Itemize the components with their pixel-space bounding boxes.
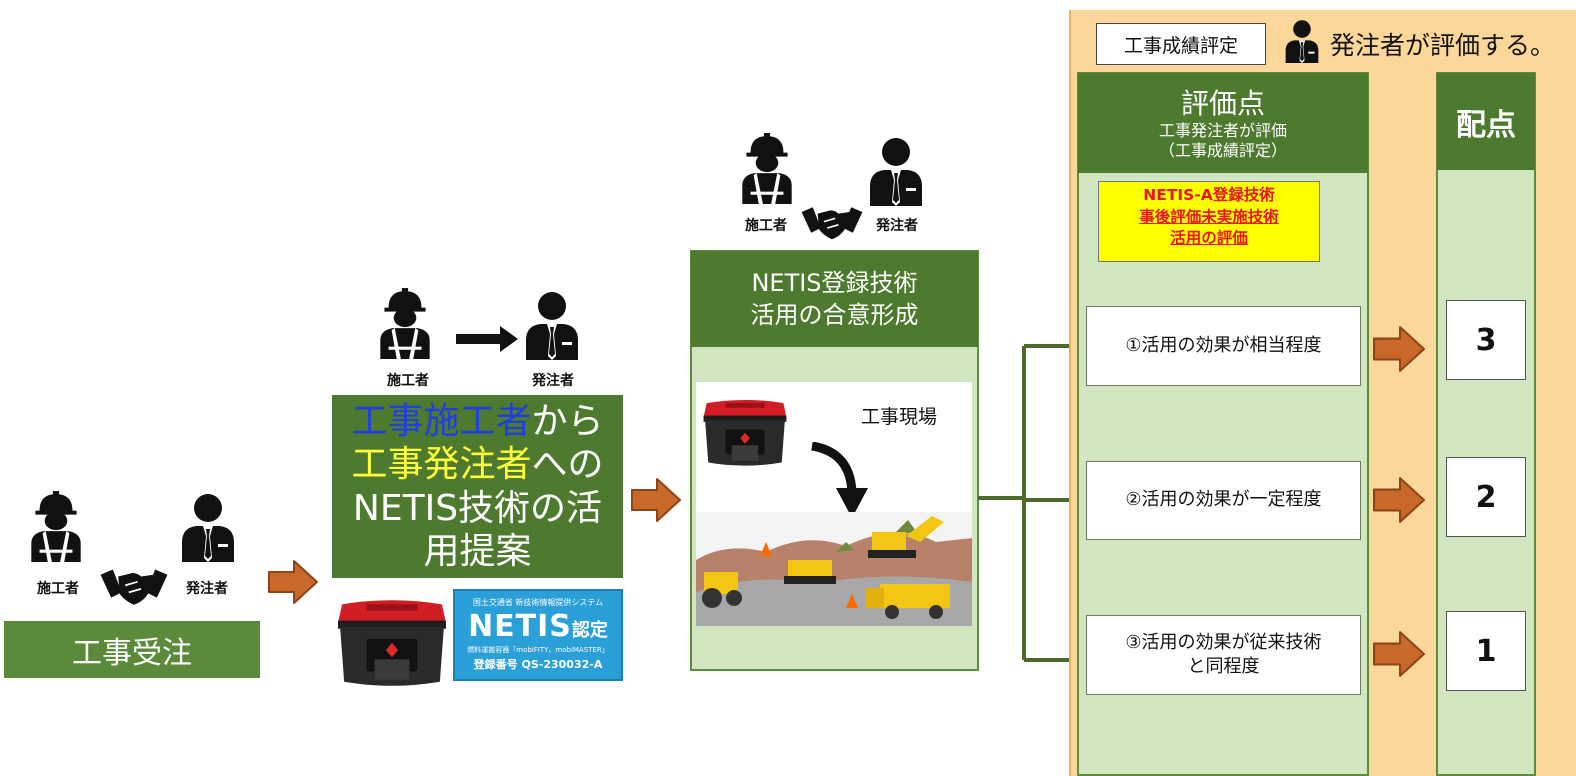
points-sub-2: （工事成績評定） xyxy=(1158,140,1287,160)
proposal-box: 工事施工者から 工事発注者への NETIS技術の活 用提案 xyxy=(332,395,623,578)
score-2: 2 xyxy=(1446,457,1526,537)
contractor-label: 施工者 xyxy=(37,581,79,597)
badge-main: NETIS認定 xyxy=(455,609,621,644)
order-received-box: 工事受注 xyxy=(4,621,260,678)
arrow-score-3 xyxy=(1373,326,1425,372)
points-header: 評価点 工事発注者が評価 （工事成績評定） xyxy=(1078,73,1368,173)
contractor-label: 施工者 xyxy=(745,218,787,234)
netis-badge: 国土交通省 新技術情報提供システム NETIS認定 燃料運搬容器「mobiFIT… xyxy=(453,589,623,681)
criterion-2-card: ②活用の効果が一定程度 xyxy=(1086,461,1361,540)
evaluator-text: 発注者が評価する。 xyxy=(1330,31,1556,60)
badge-reg-label: 登録番号 xyxy=(473,658,518,671)
badge-reg: 登録番号 QS-230032-A xyxy=(455,656,621,672)
arrow-score-1 xyxy=(1373,631,1425,677)
connector-lines xyxy=(978,344,1086,662)
proposal-line-1: 工事施工者から xyxy=(351,400,603,443)
construction-site-image: 工事現場 xyxy=(696,382,972,626)
contractor-label: 施工者 xyxy=(387,373,429,389)
proposal-line-1-rest: から xyxy=(531,401,604,443)
badge-product-text: 燃料運搬容器「mobiFITY、mobiMASTER」 xyxy=(467,646,609,654)
client-icon xyxy=(178,492,238,562)
client-icon xyxy=(866,136,926,206)
score-header: 配点 xyxy=(1437,73,1535,170)
client-text: 工事発注者 xyxy=(351,444,532,486)
proposal-line-2: 工事発注者への xyxy=(351,443,603,486)
client-icon xyxy=(522,290,582,360)
netis-a-highlight: NETIS-A登録技術 事後評価未実施技術 活用の評価 xyxy=(1098,181,1320,262)
criterion-2-label: ②活用の効果が一定程度 xyxy=(1125,489,1322,511)
right-arrow-icon xyxy=(456,326,518,352)
fuel-container-image xyxy=(336,596,448,688)
criterion-3-label-1: ③活用の効果が従来技術 xyxy=(1125,631,1322,653)
criterion-3-card: ③活用の効果が従来技術 と同程度 xyxy=(1086,615,1361,695)
consensus-title-2: 活用の合意形成 xyxy=(750,301,919,329)
proposal-line-4: 用提案 xyxy=(423,530,532,572)
points-sub-1: 工事発注者が評価 xyxy=(1158,120,1287,140)
badge-main-text: NETIS xyxy=(468,609,572,644)
score-header-label: 配点 xyxy=(1456,107,1516,143)
contractor-icon xyxy=(25,490,87,562)
proposal-line-3: NETIS技術の活 xyxy=(352,487,603,529)
score-1: 1 xyxy=(1446,611,1526,691)
badge-reg-number: QS-230032-A xyxy=(521,658,603,671)
score-3: 3 xyxy=(1446,300,1526,380)
fuel-container-image xyxy=(702,396,788,468)
construction-scene xyxy=(696,512,972,626)
site-label: 工事現場 xyxy=(861,406,938,428)
client-label: 発注者 xyxy=(186,581,228,597)
contractor-text: 工事施工者 xyxy=(351,401,532,443)
highlight-line-1: NETIS-A登録技術 xyxy=(1143,186,1275,204)
contractor-icon xyxy=(736,132,798,204)
criterion-3-label-2: と同程度 xyxy=(1187,656,1260,677)
arrow-score-2 xyxy=(1373,477,1425,523)
proposal-line-2-rest: への xyxy=(531,444,604,486)
badge-top-text: 国土交通省 新技術情報提供システム xyxy=(472,598,604,607)
evaluation-tag: 工事成績評定 xyxy=(1096,23,1266,65)
consensus-title-1: NETIS登録技術 xyxy=(751,268,918,297)
consensus-header: NETIS登録技術 活用の合意形成 xyxy=(691,251,978,347)
client-label: 発注者 xyxy=(532,373,574,389)
contractor-icon xyxy=(374,287,436,359)
points-title: 評価点 xyxy=(1180,86,1265,120)
criterion-1-card: ①活用の効果が相当程度 xyxy=(1086,306,1361,386)
handshake-icon xyxy=(98,566,170,610)
client-label: 発注者 xyxy=(876,218,918,234)
client-icon xyxy=(1280,19,1324,63)
highlight-line-2: 事後評価未実施技術 xyxy=(1139,207,1279,226)
handshake-icon xyxy=(799,204,865,244)
highlight-line-3: 活用の評価 xyxy=(1170,229,1248,248)
criterion-1-label: ①活用の効果が相当程度 xyxy=(1125,334,1322,356)
curved-arrow-icon xyxy=(811,442,868,518)
arrow-1 xyxy=(268,560,318,604)
badge-main-suffix: 認定 xyxy=(571,620,608,641)
order-received-label: 工事受注 xyxy=(72,635,192,671)
arrow-2 xyxy=(631,478,681,522)
